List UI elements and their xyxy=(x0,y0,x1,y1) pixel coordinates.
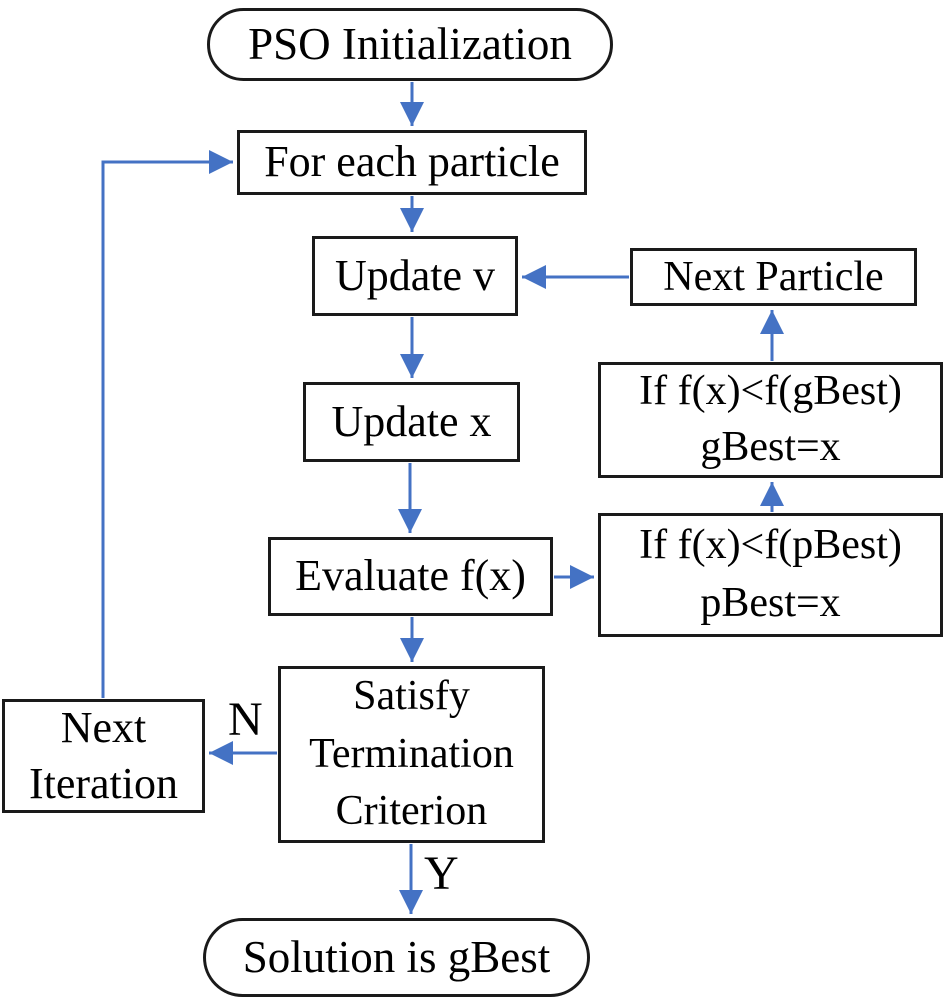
node-evaluate-fx: Evaluate f(x) xyxy=(268,537,553,616)
node-label: Next Iteration xyxy=(28,702,179,808)
node-if-fx-less-fpbest: If f(x)<f(pBest) pBest=x xyxy=(598,513,943,637)
node-label: PSO Initialization xyxy=(248,18,572,69)
node-label: Solution is gBest xyxy=(242,931,551,982)
node-for-each-particle: For each particle xyxy=(237,130,587,195)
node-update-x: Update x xyxy=(303,382,520,462)
node-label-line2: gBest=x xyxy=(700,424,841,470)
node-label: For each particle xyxy=(264,137,560,187)
node-label-line1: If f(x)<f(gBest) xyxy=(639,368,902,415)
node-label: Update x xyxy=(331,396,492,446)
node-next-iteration: Next Iteration xyxy=(2,699,205,813)
node-label: Next Particle xyxy=(663,253,884,300)
branch-label-yes: Y xyxy=(424,847,459,900)
arrow-nextiteration-to-foreach xyxy=(101,150,233,698)
node-label: Evaluate f(x) xyxy=(295,551,526,601)
node-label-line1: If f(x)<f(pBest) xyxy=(639,522,902,569)
node-label-line2: pBest=x xyxy=(700,580,841,626)
node-label: Satisfy Termination Criterion xyxy=(309,672,514,835)
node-update-v: Update v xyxy=(312,236,518,316)
node-pso-initialization: PSO Initialization xyxy=(207,8,613,81)
node-satisfy-termination-criterion: Satisfy Termination Criterion xyxy=(278,666,545,843)
node-label: Update v xyxy=(334,250,496,300)
branch-label-no: N xyxy=(228,693,263,746)
node-if-fx-less-fgbest: If f(x)<f(gBest) gBest=x xyxy=(598,362,943,478)
node-solution-is-gbest: Solution is gBest xyxy=(203,918,590,997)
node-next-particle: Next Particle xyxy=(630,248,917,306)
